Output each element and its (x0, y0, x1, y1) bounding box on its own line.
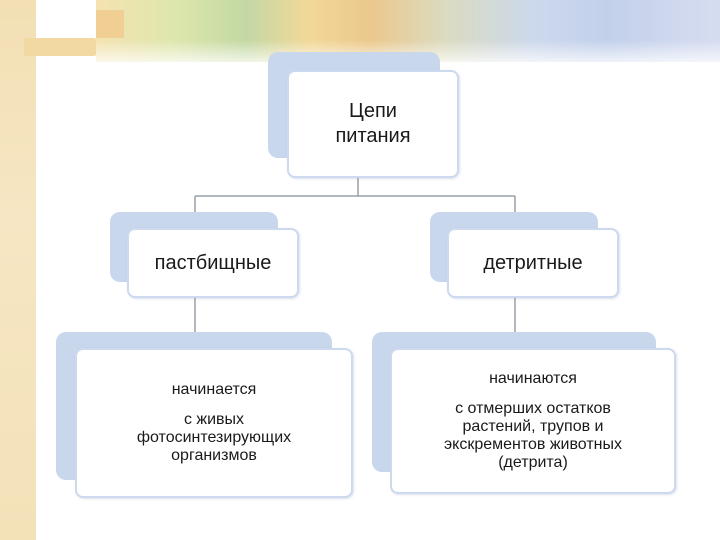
right-type-label: детритные (483, 251, 583, 274)
right-desc-line: (детрита) (498, 454, 568, 471)
root-node-box: Цепи питания (287, 70, 459, 178)
left-decorative-strip (0, 0, 36, 540)
root-title-line2: питания (335, 125, 411, 147)
left-type-label: пастбищные (154, 251, 272, 274)
right-desc-line: растений, трупов и (462, 418, 604, 435)
right-desc-line: экскрементов животных (443, 436, 623, 453)
left-desc-box: начинается с живых фотосинтезирующих орг… (75, 348, 353, 498)
left-desc-line: организмов (171, 447, 257, 464)
left-desc-head: начинается (171, 381, 257, 398)
left-desc-line: с живых (183, 411, 245, 428)
right-desc-box: начинаются с отмерших остатков растений,… (390, 348, 676, 494)
left-type-box: пастбищные (127, 228, 299, 298)
right-desc-head: начинаются (489, 370, 577, 387)
right-type-box: детритные (447, 228, 619, 298)
right-desc-line: с отмерших остатков (455, 400, 611, 417)
left-desc-line: фотосинтезирующих (136, 429, 292, 446)
decorative-square (96, 10, 124, 38)
root-title-line1: Цепи (349, 100, 397, 122)
decorative-tab (24, 38, 96, 56)
